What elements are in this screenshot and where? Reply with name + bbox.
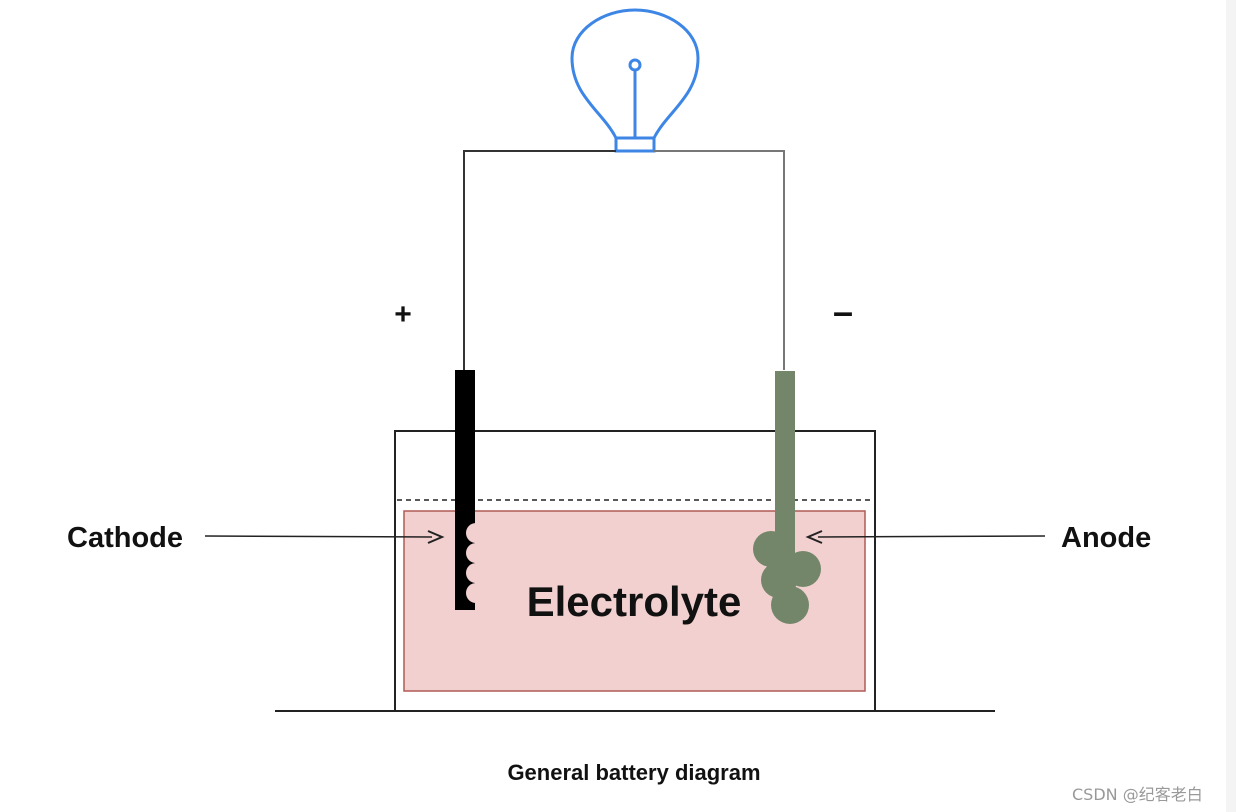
electrolyte-label: Electrolyte [527,578,742,625]
negative-terminal-label: – [833,291,853,332]
cathode-arrow [204,530,445,544]
anode-label: Anode [1061,522,1151,554]
cathode-label: Cathode [67,522,183,554]
watermark-text: CSDN @纪客老白 [1072,785,1203,804]
right-edge-strip [1226,0,1236,812]
anode-arrow [805,530,1046,544]
positive-terminal-label: + [394,298,412,331]
anode-electrode [753,371,821,624]
cathode-electrode [455,370,486,610]
light-bulb-icon [570,8,700,153]
circuit-wire [463,150,785,370]
diagram-caption: General battery diagram [507,760,760,785]
